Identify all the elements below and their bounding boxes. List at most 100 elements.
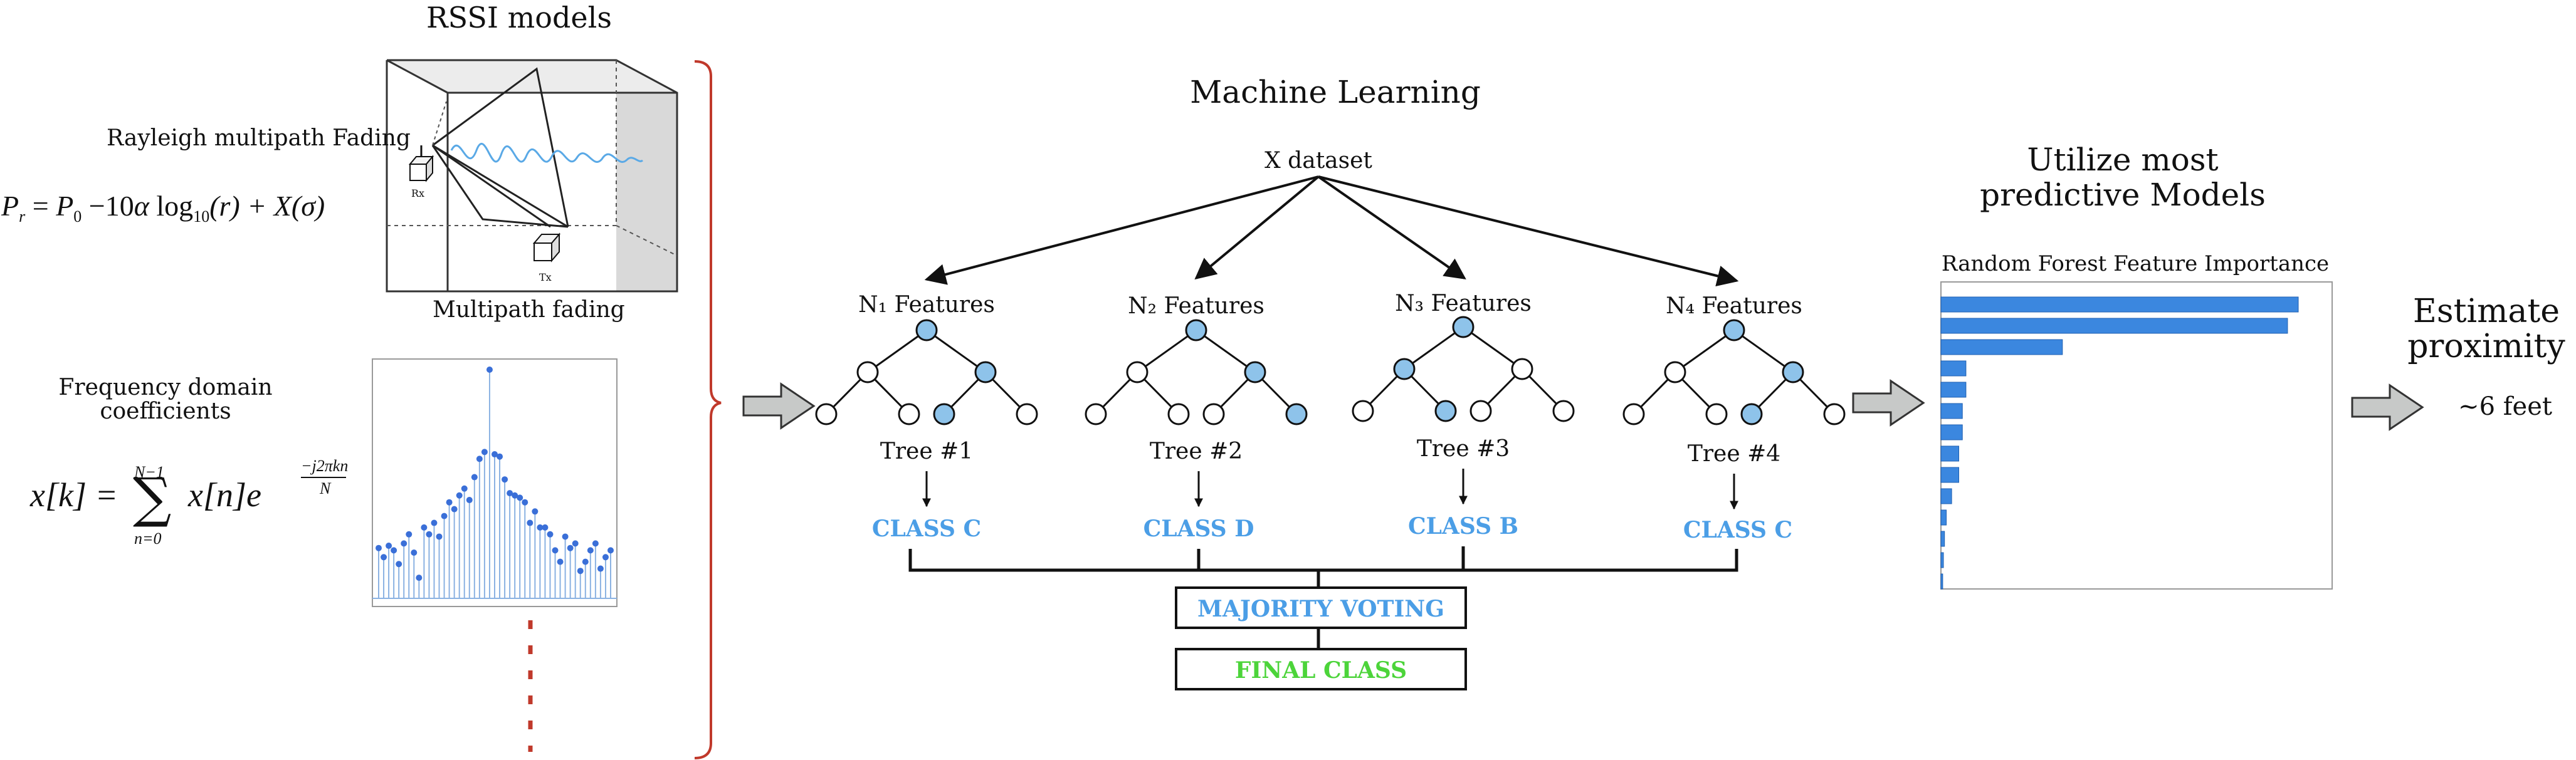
stem-point [592, 540, 599, 547]
svg-text:x[n]e: x[n]e [187, 476, 261, 514]
importance-bar [1940, 445, 1959, 462]
svg-text:x[k] =: x[k] = [29, 476, 118, 514]
tree-1-class: CLASS C [872, 516, 981, 542]
importance-bar [1940, 488, 1952, 504]
tx-label: Tx [539, 271, 552, 283]
importance-bar [1940, 318, 2288, 334]
estimate-title-line2: proximity [2407, 328, 2565, 365]
rx-box: Rx [408, 145, 434, 199]
stem-point [512, 492, 518, 499]
svg-text:N: N [319, 479, 332, 497]
tree-1-node-0 [915, 319, 938, 341]
final-class-label: FINAL CLASS [1235, 657, 1407, 684]
stem-point [527, 519, 534, 526]
majority-voting-box [1175, 586, 1467, 629]
tree-1-node-5 [933, 403, 955, 425]
tree-2-label: Tree #2 [1150, 439, 1243, 464]
stem-point [406, 531, 413, 538]
dft-formula: x[k] = N−1 ∑ n=0 x[n]e −j2πkn N [29, 457, 348, 548]
stem-point [577, 568, 584, 575]
tree-3-class: CLASS B [1408, 513, 1518, 539]
tree-2-node-5 [1202, 403, 1225, 425]
tree-4-features: N₄ Features [1666, 293, 1802, 319]
stem-point [582, 558, 589, 565]
stem-point [542, 524, 549, 531]
tree-3-node-4 [1434, 400, 1457, 422]
freq-label-line2: coefficients [100, 398, 231, 424]
importance-bar [1940, 424, 1963, 440]
stem-point [421, 524, 428, 531]
svg-text:−j2πkn: −j2πkn [301, 457, 348, 475]
arrow-to-estimate [2351, 383, 2424, 431]
tree-2-node-2 [1244, 361, 1266, 383]
importance-bar [1940, 531, 1945, 547]
stem-point [376, 544, 382, 551]
stem-point [481, 449, 488, 455]
tree-4-node-0 [1723, 319, 1745, 341]
stem-point [401, 540, 407, 547]
stem-point [486, 367, 493, 373]
multipath-cube: Rx Tx [386, 59, 678, 293]
freq-label-line1: Frequency domain [58, 375, 272, 400]
stem-point [426, 531, 433, 538]
dataset-label: X dataset [1264, 148, 1372, 174]
stem-point [522, 499, 528, 506]
stem-point [476, 455, 483, 462]
importance-bar [1940, 467, 1959, 483]
final-class-box [1175, 648, 1467, 690]
tree-3-node-5 [1469, 400, 1492, 422]
tree-4-node-3 [1622, 403, 1645, 425]
stem-point [386, 543, 392, 549]
multipath-label: Multipath fading [433, 297, 625, 323]
tree-1-node-2 [974, 361, 997, 383]
tree-1-node-1 [856, 361, 879, 383]
stem-point [587, 547, 594, 554]
tree-4-node-1 [1664, 361, 1686, 383]
tree-1: N₁ Features Tree #1 CLASS C [815, 292, 1038, 542]
tree-2-node-4 [1167, 403, 1190, 425]
tree-4-label: Tree #4 [1688, 441, 1780, 467]
ml-title: Machine Learning [1190, 74, 1481, 110]
stem-point [391, 547, 397, 554]
rayleigh-label: Rayleigh multipath Fading [107, 125, 411, 151]
importance-bar [1940, 339, 2063, 355]
tree-1-node-3 [815, 403, 838, 425]
stem-point [471, 474, 478, 481]
tree-3: N₃ Features Tree #3 CLASS B [1352, 291, 1575, 539]
svg-text:∑: ∑ [133, 467, 171, 529]
tree-4-node-4 [1705, 403, 1728, 425]
stem-point [396, 561, 402, 568]
importance-chart-title: Random Forest Feature Importance [1942, 251, 2329, 276]
importance-bars [1940, 296, 2299, 590]
rssi-title: RSSI models [426, 1, 612, 34]
tree-3-node-0 [1452, 316, 1475, 338]
tree-1-features: N₁ Features [858, 292, 995, 318]
rx-label: Rx [411, 187, 424, 199]
tree-2-node-6 [1285, 403, 1308, 425]
importance-bar [1940, 509, 1947, 526]
stem-point [547, 531, 554, 538]
stem-point [532, 508, 539, 515]
importance-bar [1940, 552, 1944, 568]
importance-bar [1940, 403, 1963, 419]
stem-point [436, 533, 443, 540]
stem-point [492, 451, 498, 458]
tree-2-node-3 [1085, 403, 1107, 425]
importance-heading-line2: predictive Models [1980, 177, 2266, 213]
tx-box: Tx [532, 232, 561, 283]
stem-point [517, 494, 523, 501]
tree-3-node-1 [1393, 358, 1416, 380]
tree-2: N₂ Features Tree #2 CLASS D [1085, 293, 1308, 542]
arrow-to-ml [742, 382, 816, 430]
estimate-title-line1: Estimate [2413, 293, 2560, 330]
svg-text:N−1: N−1 [134, 463, 164, 481]
stem-point [537, 524, 544, 531]
stem-point [597, 565, 604, 572]
tree-3-features: N₃ Features [1395, 291, 1532, 316]
stem-plot-frame [372, 358, 618, 607]
stem-point [557, 558, 564, 565]
importance-bar [1940, 296, 2299, 313]
tree-2-node-0 [1185, 319, 1207, 341]
stem-point [572, 540, 579, 547]
